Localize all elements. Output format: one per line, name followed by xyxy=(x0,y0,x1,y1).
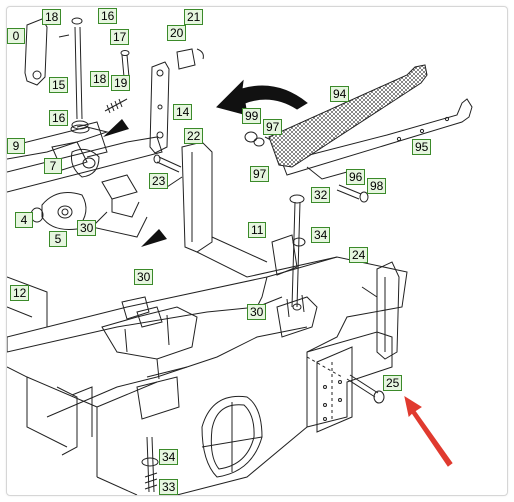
callout-19: 19 xyxy=(111,75,131,91)
bracket-11 xyxy=(271,234,298,276)
callout-96: 96 xyxy=(346,169,366,185)
callout-22: 22 xyxy=(184,128,204,144)
strip-94 xyxy=(268,64,428,168)
callout-9: 9 xyxy=(7,138,25,154)
callout-30: 30 xyxy=(134,269,154,285)
callout-16: 16 xyxy=(49,110,69,126)
callout-24: 24 xyxy=(349,247,369,263)
red-arrow-icon xyxy=(404,395,453,467)
rod-15 xyxy=(74,26,83,120)
callout-34: 34 xyxy=(159,449,179,465)
main-frame-outline xyxy=(7,256,408,495)
exploded-parts-drawing xyxy=(7,17,473,495)
callout-18: 18 xyxy=(42,9,62,25)
link-10 xyxy=(24,18,48,86)
callout-4: 4 xyxy=(15,212,33,228)
callout-21: 21 xyxy=(184,9,204,25)
callout-99: 99 xyxy=(242,108,262,124)
callout-32: 32 xyxy=(311,187,331,203)
bar-95 xyxy=(281,98,473,176)
callout-12: 12 xyxy=(10,285,30,301)
callout-16: 16 xyxy=(98,8,118,24)
bolt-25 xyxy=(346,374,379,398)
black-arrow-icon xyxy=(216,79,308,116)
callout-23: 23 xyxy=(149,173,169,189)
callout-25: 25 xyxy=(383,375,403,391)
callout-20: 20 xyxy=(167,25,187,41)
callout-5: 5 xyxy=(49,231,67,247)
callout-11: 11 xyxy=(248,222,267,238)
callout-95: 95 xyxy=(412,139,432,155)
cross-bar xyxy=(7,136,163,193)
callout-97: 97 xyxy=(263,119,283,135)
callout-94: 94 xyxy=(330,86,350,102)
black-arrow-icon xyxy=(141,229,167,247)
black-arrow-icon xyxy=(103,119,129,137)
diagram-frame: 0 18 16 21 17 20 15 18 19 16 14 9 7 22 2… xyxy=(6,6,508,496)
callout-30: 30 xyxy=(247,304,267,320)
callout-98: 98 xyxy=(367,178,387,194)
callout-15: 15 xyxy=(49,77,69,93)
callout-17: 17 xyxy=(110,29,130,45)
callout-18: 18 xyxy=(90,71,110,87)
bracket-22 xyxy=(181,141,213,253)
callout-33: 33 xyxy=(159,479,179,495)
callout-7: 7 xyxy=(44,158,62,174)
callout-30: 30 xyxy=(77,220,97,236)
bracket-24 xyxy=(376,261,400,360)
callout-0: 0 xyxy=(7,28,25,44)
callout-14: 14 xyxy=(173,104,193,120)
callout-34: 34 xyxy=(311,227,331,243)
callout-97: 97 xyxy=(250,166,270,182)
lever-14 xyxy=(149,61,170,154)
